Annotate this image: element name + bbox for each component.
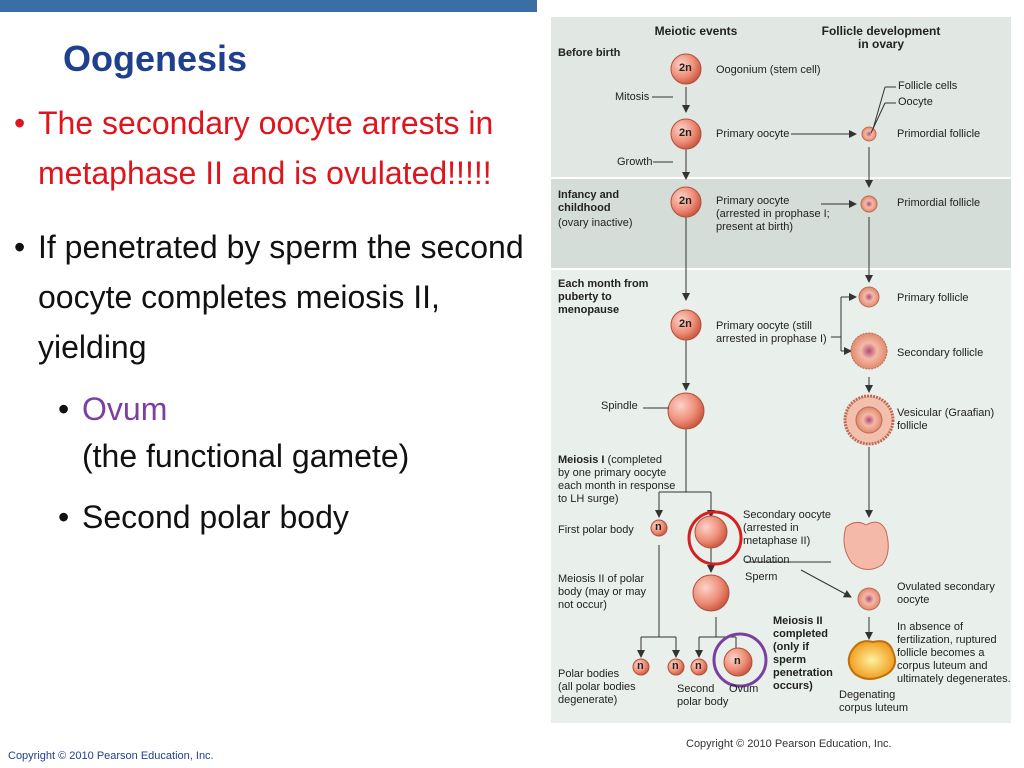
col-header-follicle: Follicle development in ovary <box>821 24 941 51</box>
ovum-cell <box>723 647 753 677</box>
label-oogonium: Oogonium (stem cell) <box>716 64 821 76</box>
ploidy-primary-oocyte: 2n <box>679 127 692 139</box>
label-degenerating-corpus-luteum: Degenating corpus luteum <box>839 689 909 714</box>
label-second-polar-body: Second polar body <box>677 683 729 708</box>
secondary-oocyte-cell <box>694 515 728 549</box>
bullet-dot: • <box>14 229 26 265</box>
bullet-dot: • <box>14 105 26 141</box>
band-before-birth <box>551 17 1011 177</box>
label-mitosis: Mitosis <box>615 91 650 103</box>
label-growth: Growth <box>617 156 653 168</box>
label-polar-bodies: Polar bodies (all polar bodies degenerat… <box>558 668 636 706</box>
stage-before-birth: Before birth <box>558 47 621 59</box>
label-primordial-follicle-2: Primordial follicle <box>897 197 981 209</box>
label-follicle-cells: Follicle cells <box>898 80 958 92</box>
subbullet-ovum: • Ovum (the functional gamete) <box>14 386 534 480</box>
label-spindle: Spindle <box>601 400 638 412</box>
bullet-secondary-oocyte: • The secondary oocyte arrests in metaph… <box>14 98 534 198</box>
oogenesis-diagram-graphics <box>551 17 1011 723</box>
bullet-dot: • <box>58 391 70 427</box>
label-first-polar-body: First polar body <box>558 524 634 536</box>
spindle-cell <box>667 392 705 430</box>
subbullet-ovum-note: (the functional gamete) <box>82 438 410 474</box>
secondary-follicle <box>850 332 888 370</box>
highlight-ovum <box>712 632 768 688</box>
ploidy-polar-body-2: n <box>672 660 679 672</box>
bullet-text: The secondary oocyte arrests in metaphas… <box>38 105 494 191</box>
slide-title: Oogenesis <box>63 38 248 79</box>
primary-oocyte-still-cell <box>670 309 702 341</box>
band-monthly <box>551 270 1011 723</box>
subbullet-second-polar-body-label: Second polar body <box>82 499 349 535</box>
ovulated-oocyte <box>857 587 881 611</box>
label-absence-fertilization: In absence of fertilization, ruptured fo… <box>897 621 1011 685</box>
stage-infancy: Infancy and childhood <box>558 189 620 214</box>
label-meiosis-1: Meiosis I (completed by one primary oocy… <box>558 454 675 506</box>
second-polar-body-cell <box>690 658 708 676</box>
primordial-follicle-1 <box>861 126 877 142</box>
label-meiosis-2-completed: Meiosis II completed (only if sperm pene… <box>773 615 833 692</box>
label-meiosis-1-note: (completed by one primary oocyte each mo… <box>558 454 676 505</box>
figure-copyright: Copyright © 2010 Pearson Education, Inc. <box>686 738 892 750</box>
bullet-list: • The secondary oocyte arrests in metaph… <box>14 98 534 541</box>
label-vesicular-follicle: Vesicular (Graafian) follicle <box>897 407 995 432</box>
vesicular-follicle-core <box>855 406 883 434</box>
highlight-secondary-oocyte <box>687 510 743 566</box>
label-primary-oocyte-arrested: Primary oocyte (arrested in prophase I; … <box>716 195 830 233</box>
sperm-penetrated-cell <box>692 574 730 612</box>
label-meiosis-2-polar: Meiosis II of polar body (may or may not… <box>558 573 647 611</box>
primordial-follicle-2 <box>860 195 878 213</box>
stage-monthly: Each month from puberty to menopause <box>558 278 649 316</box>
ploidy-oogonium: 2n <box>679 62 692 74</box>
label-primary-oocyte-still: Primary oocyte (still arrested in propha… <box>716 320 827 345</box>
label-ovum: Ovum <box>729 683 759 695</box>
label-ovulation: Ovulation <box>743 554 790 566</box>
first-polar-body-cell <box>650 519 668 537</box>
slide-copyright: Copyright © 2010 Pearson Education, Inc. <box>8 750 214 762</box>
corpus-luteum <box>847 640 896 680</box>
label-secondary-follicle: Secondary follicle <box>897 347 984 359</box>
stage-infancy-note: (ovary inactive) <box>558 217 633 229</box>
label-ovulated-secondary-oocyte: Ovulated secondary oocyte <box>897 581 995 606</box>
oogonium-cell <box>670 53 702 85</box>
ploidy-ovum: n <box>734 655 741 667</box>
top-accent-bar <box>0 0 537 12</box>
bullet-penetrated-by-sperm: • If penetrated by sperm the second oocy… <box>14 222 534 372</box>
band-infancy <box>551 179 1011 268</box>
ruptured-follicle <box>843 521 889 570</box>
col-header-meiotic: Meiotic events <box>654 24 738 38</box>
ploidy-polar-body-1: n <box>637 660 644 672</box>
ploidy-primary-oocyte-still: 2n <box>679 318 692 330</box>
polar-body-2 <box>667 658 685 676</box>
label-sperm: Sperm <box>745 571 778 583</box>
ploidy-primary-oocyte-arrested: 2n <box>679 195 692 207</box>
ploidy-second-polar-body: n <box>695 660 702 672</box>
bullet-dot: • <box>58 499 70 535</box>
subbullet-second-polar-body: • Second polar body <box>14 494 534 541</box>
polar-body-1 <box>632 658 650 676</box>
label-primary-follicle: Primary follicle <box>897 292 969 304</box>
primary-follicle <box>858 286 880 308</box>
subbullet-ovum-label: Ovum <box>82 391 168 427</box>
label-primordial-follicle: Primordial follicle <box>897 128 981 140</box>
ploidy-first-polar-body: n <box>655 521 662 533</box>
label-oocyte: Oocyte <box>898 96 933 108</box>
bullet-text: If penetrated by sperm the second oocyte… <box>38 229 524 365</box>
primary-oocyte-arrested-cell <box>670 186 702 218</box>
primary-oocyte-cell <box>670 118 702 150</box>
label-primary-oocyte: Primary oocyte <box>716 128 790 140</box>
oogenesis-figure: Meiotic events Follicle development in o… <box>551 17 1011 723</box>
label-secondary-oocyte: Secondary oocyte (arrested in metaphase … <box>743 509 832 547</box>
label-meiosis-1-bold: Meiosis I <box>558 454 605 466</box>
